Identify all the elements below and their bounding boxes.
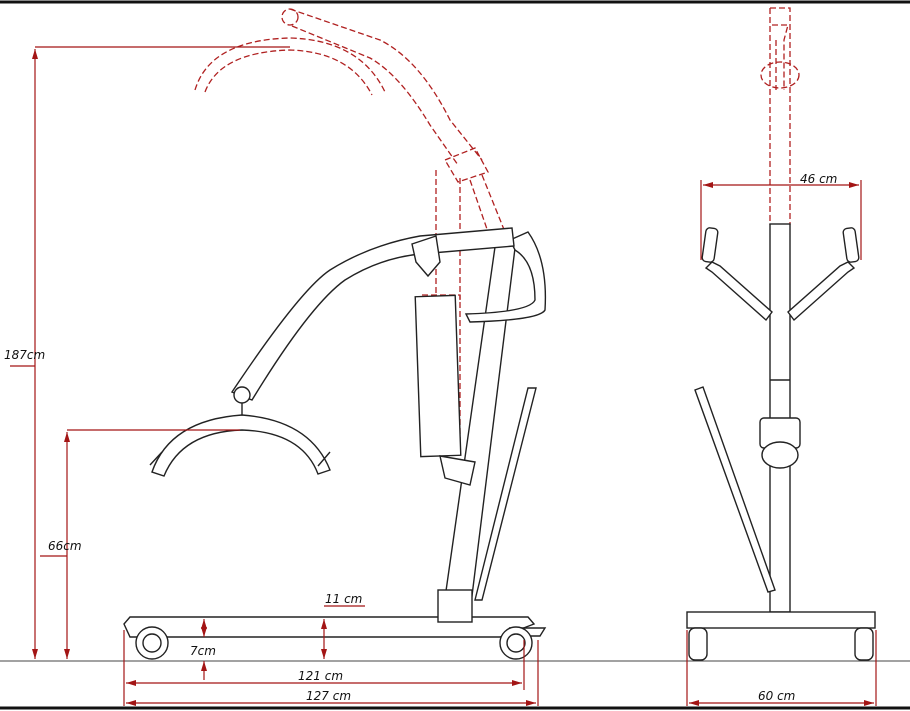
handle-width-label: 46 cm — [800, 172, 837, 186]
side-view-lift — [123, 8, 547, 660]
front-wheel — [499, 626, 533, 660]
left-handle-arm — [704, 261, 773, 322]
spreader-hooks — [149, 451, 331, 467]
base-frame — [123, 616, 536, 638]
base-height-label: 7cm — [190, 644, 216, 658]
left-grip — [701, 227, 719, 263]
boom-end-pivot — [233, 386, 251, 404]
front-view-lift — [686, 7, 876, 661]
wheelbase-label: 121 cm — [298, 669, 343, 683]
front-base — [686, 611, 876, 629]
front-pump-handle — [694, 386, 776, 593]
raised-position-ghost-front — [760, 7, 800, 225]
front-left-wheel — [688, 627, 708, 661]
right-handle-arm — [787, 261, 856, 322]
front-dimensions — [686, 180, 877, 706]
min-spreader-height-label: 66cm — [48, 539, 82, 553]
ram-bracket — [439, 455, 476, 486]
right-grip — [842, 227, 860, 263]
max-height-label: 187cm — [4, 348, 45, 362]
pump-handle — [474, 387, 537, 601]
boom-arm — [230, 227, 515, 401]
mast-base-bracket — [437, 589, 473, 623]
boom-pivot-plate — [411, 235, 441, 278]
raised-position-ghost — [194, 8, 506, 455]
side-dimensions — [10, 46, 539, 706]
push-handle — [464, 231, 547, 323]
actuator-ram — [414, 294, 462, 458]
spreader-bar — [151, 414, 331, 477]
rear-wheel — [135, 626, 169, 660]
hook-ring — [761, 441, 799, 469]
overall-length-label: 127 cm — [306, 689, 351, 703]
front-right-wheel — [854, 627, 874, 661]
base-clearance-label: 11 cm — [325, 592, 362, 606]
base-width-label: 60 cm — [758, 689, 795, 703]
